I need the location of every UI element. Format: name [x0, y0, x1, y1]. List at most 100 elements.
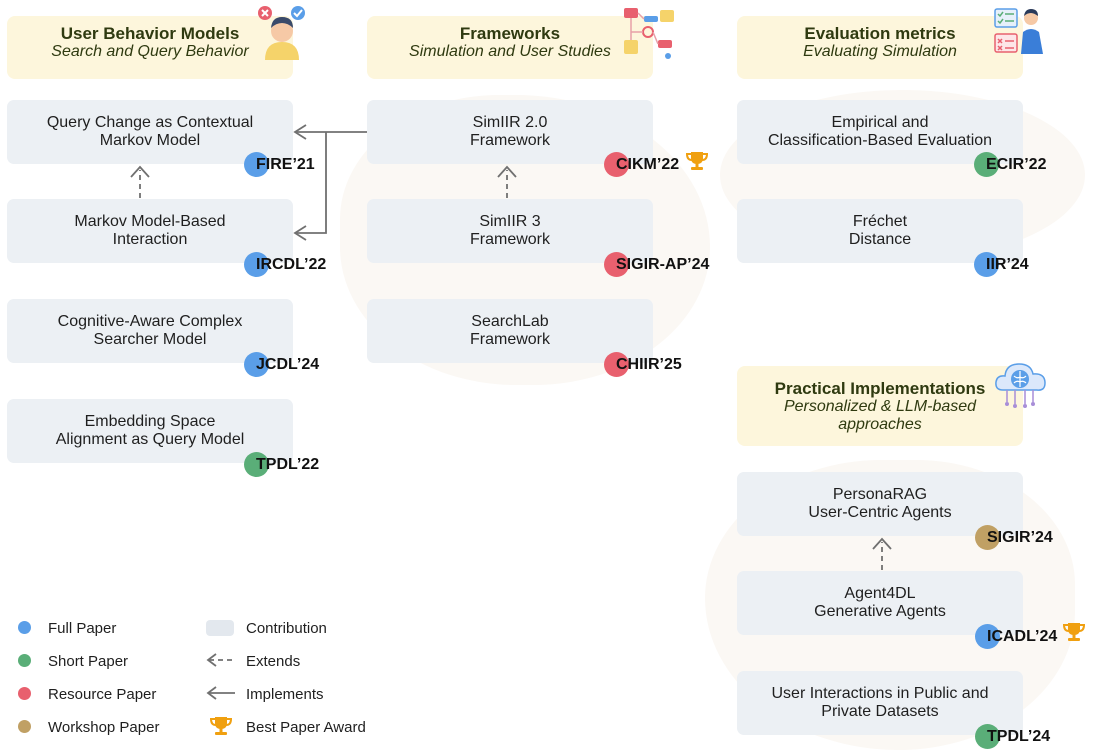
short-paper-dot: [244, 452, 269, 477]
user-interactions-box: User Interactions in Public and Private …: [737, 671, 1023, 735]
venue-badge: CIKM’22: [604, 152, 679, 177]
header-subtitle: Evaluating Simulation: [803, 43, 957, 60]
legend-workshop-paper: Workshop Paper: [48, 718, 160, 736]
legend-extends-arrow-icon: [206, 653, 235, 667]
trophy-icon: [685, 152, 709, 170]
cloud-brain-icon: [995, 363, 1046, 408]
box-line2: User-Centric Agents: [808, 504, 952, 521]
searchlab-box: SearchLab Framework: [367, 299, 653, 363]
cognitive-searcher-box: Cognitive-Aware Complex Searcher Model: [7, 299, 293, 363]
trophy-icon: [1062, 623, 1086, 641]
header-user-behavior-models: User Behavior Models Search and Query Be…: [7, 16, 293, 79]
agent4dl-box: Agent4DL Generative Agents: [737, 571, 1023, 635]
venue-badge: SIGIR-AP’24: [604, 252, 709, 277]
box-line2: Searcher Model: [93, 331, 207, 348]
header-frameworks: Frameworks Simulation and User Studies: [367, 16, 653, 79]
box-line2: Alignment as Query Model: [55, 431, 245, 448]
legend-trophy-icon: [209, 717, 233, 735]
header-title: User Behavior Models: [60, 24, 240, 43]
box-line1: Empirical and: [831, 114, 929, 131]
full-paper-dot: [974, 252, 999, 277]
venue-label: JCDL’24: [256, 355, 320, 373]
empirical-evaluation-box: Empirical and Classification-Based Evalu…: [737, 100, 1023, 164]
box-line1: Agent4DL: [844, 585, 916, 602]
box-line1: Embedding Space: [84, 413, 216, 430]
box-line2: Distance: [848, 231, 912, 248]
legend-implements: Implements: [246, 685, 324, 703]
box-line1: Cognitive-Aware Complex: [57, 313, 243, 330]
resource-paper-dot: [604, 352, 629, 377]
venue-badge: FIRE’21: [244, 152, 315, 177]
box-line1: SimIIR 3: [479, 213, 541, 230]
venue-label: CHIIR’25: [616, 355, 682, 373]
box-line2: Framework: [469, 231, 550, 248]
full-paper-dot: [244, 252, 269, 277]
full-paper-dot: [244, 152, 269, 177]
box-line1: SearchLab: [471, 313, 549, 330]
venue-badge: IIR’24: [974, 252, 1029, 277]
box-line2: Classification-Based Evaluation: [767, 132, 993, 149]
header-subtitle-line2: approaches: [838, 416, 922, 433]
legend-contribution-swatch: [206, 620, 234, 636]
full-paper-dot: [975, 624, 1000, 649]
venue-badge: SIGIR’24: [975, 525, 1053, 550]
personarag-box: PersonaRAG User-Centric Agents: [737, 472, 1023, 536]
box-line1: SimIIR 2.0: [472, 114, 548, 131]
workshop-paper-dot: [975, 525, 1000, 550]
venue-label: CIKM’22: [616, 155, 680, 173]
venue-label: FIRE’21: [256, 155, 315, 173]
query-change-box: Query Change as Contextual Markov Model: [7, 100, 293, 164]
header-title: Frameworks: [459, 24, 561, 43]
venue-label: TPDL’24: [987, 727, 1051, 745]
venue-label: IRCDL’22: [256, 255, 327, 273]
legend-short-paper-dot: [18, 654, 31, 667]
box-line1: Markov Model-Based: [74, 213, 226, 230]
checklist-person-icon: [994, 8, 1043, 54]
header-title: Practical Implementations: [774, 379, 986, 398]
venue-badge: TPDL’22: [244, 452, 319, 477]
venue-label: ECIR’22: [986, 155, 1047, 173]
box-line2: Framework: [469, 331, 550, 348]
legend-best-paper-award: Best Paper Award: [246, 718, 366, 736]
venue-label: ICADL’24: [987, 627, 1058, 645]
venue-label: SIGIR’24: [987, 528, 1053, 546]
legend-implements-arrow-icon: [206, 686, 235, 700]
flowchart-icon: [624, 8, 674, 59]
short-paper-dot: [974, 152, 999, 177]
venue-badge: ECIR’22: [974, 152, 1046, 177]
legend-full-paper-dot: [18, 621, 31, 634]
venue-badge: JCDL’24: [244, 352, 319, 377]
box-line1: Query Change as Contextual: [46, 114, 254, 131]
legend-extends: Extends: [246, 652, 301, 670]
venue-badge: TPDL’24: [975, 724, 1050, 749]
box-line2: Private Datasets: [821, 703, 939, 720]
box-line2: Generative Agents: [814, 603, 946, 620]
box-line1: User Interactions in Public and: [771, 685, 989, 702]
box-line1: PersonaRAG: [832, 486, 928, 503]
header-subtitle: Simulation and User Studies: [409, 43, 611, 60]
box-line1: Fréchet: [852, 213, 908, 230]
resource-paper-dot: [604, 152, 629, 177]
venue-badge: CHIIR’25: [604, 352, 682, 377]
legend-workshop-paper-dot: [18, 720, 31, 733]
simiir2-box: SimIIR 2.0 Framework: [367, 100, 653, 164]
box-line2: Interaction: [112, 231, 188, 248]
venue-label: SIGIR-AP’24: [616, 255, 710, 273]
legend-resource-paper: Resource Paper: [48, 685, 157, 703]
header-practical-implementations: Practical Implementations Personalized &…: [737, 366, 1023, 446]
box-line2: Markov Model: [99, 132, 201, 149]
simiir3-box: SimIIR 3 Framework: [367, 199, 653, 263]
legend-contribution: Contribution: [246, 619, 327, 637]
legend-short-paper: Short Paper: [48, 652, 129, 670]
header-subtitle: Search and Query Behavior: [51, 43, 249, 60]
resource-paper-dot: [604, 252, 629, 277]
header-evaluation-metrics: Evaluation metrics Evaluating Simulation: [737, 16, 1023, 79]
legend-full-paper: Full Paper: [48, 619, 117, 637]
user-approval-icon: [258, 6, 305, 60]
box-line2: Framework: [469, 132, 550, 149]
short-paper-dot: [975, 724, 1000, 749]
frechet-distance-box: Fréchet Distance: [737, 199, 1023, 263]
markov-interaction-box: Markov Model-Based Interaction: [7, 199, 293, 263]
header-title: Evaluation metrics: [804, 24, 956, 43]
